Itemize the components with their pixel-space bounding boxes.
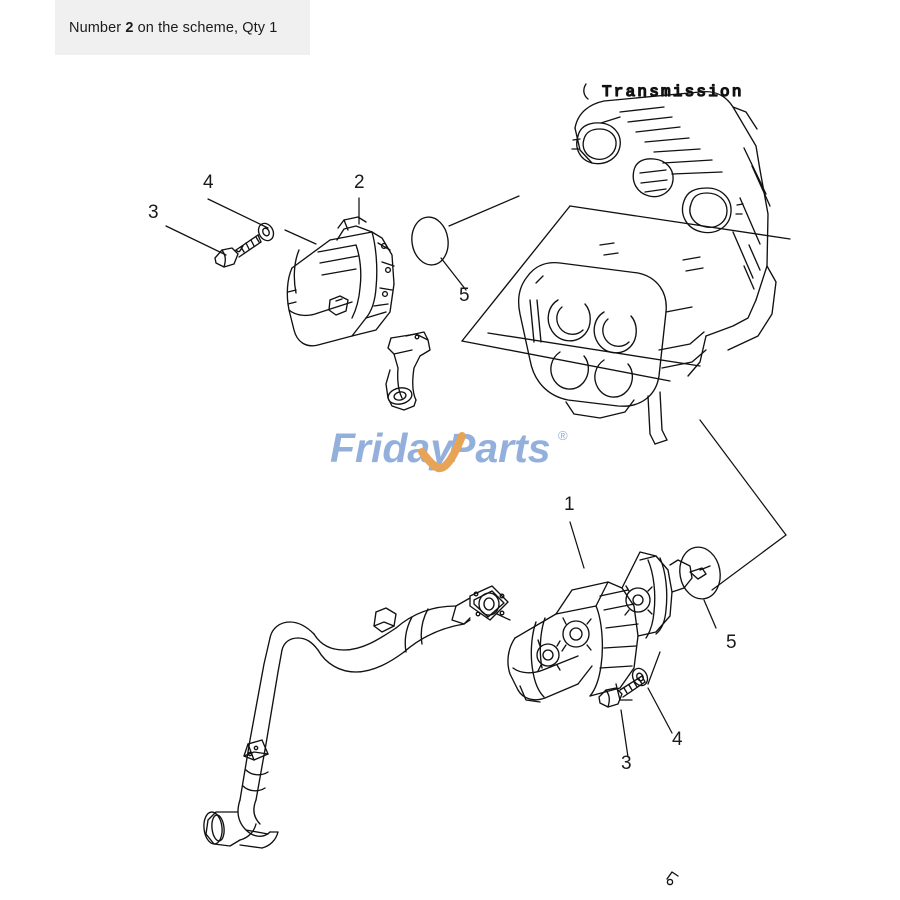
callout-5-lower: 5 xyxy=(726,632,737,653)
leader-lines-lower xyxy=(496,419,787,758)
callout-3-lower: 3 xyxy=(621,753,632,774)
o-ring-upper xyxy=(411,216,449,266)
transmission-label: Transmission xyxy=(602,83,744,101)
o-ring-lower xyxy=(679,546,721,600)
callout-3-upper: 3 xyxy=(148,202,159,223)
callout-numbers: 3 4 2 5 1 5 3 4 xyxy=(148,172,737,774)
scheme-info-suffix: on the scheme, Qty 1 xyxy=(133,19,278,36)
suction-tube-assembly xyxy=(203,585,509,849)
scheme-info-number: 2 xyxy=(125,19,134,36)
callout-4-upper: 4 xyxy=(203,172,214,193)
suction-elbow-upper xyxy=(385,331,431,411)
washer-lower xyxy=(631,667,649,687)
scheme-info-text: Number 2 on the scheme, Qty 1 xyxy=(69,20,277,36)
transmission-housing xyxy=(461,90,791,445)
tandem-gear-pump-lower xyxy=(507,551,711,703)
callout-5-upper: 5 xyxy=(459,285,470,306)
callout-1-lower: 1 xyxy=(564,494,575,515)
scheme-info-banner: Number 2 on the scheme, Qty 1 xyxy=(55,0,310,55)
bolt-upper xyxy=(214,234,262,268)
hydraulic-pump-upper xyxy=(286,216,395,347)
callout-4-lower: 4 xyxy=(672,729,683,750)
bolt-lower xyxy=(598,675,646,708)
scheme-info-prefix: Number xyxy=(69,19,126,36)
drawing-artifact-mark xyxy=(666,871,679,886)
transmission-label-hook xyxy=(583,83,589,100)
callout-2-upper: 2 xyxy=(354,172,365,193)
washer-upper xyxy=(257,222,275,242)
leader-lines-upper xyxy=(165,195,520,291)
